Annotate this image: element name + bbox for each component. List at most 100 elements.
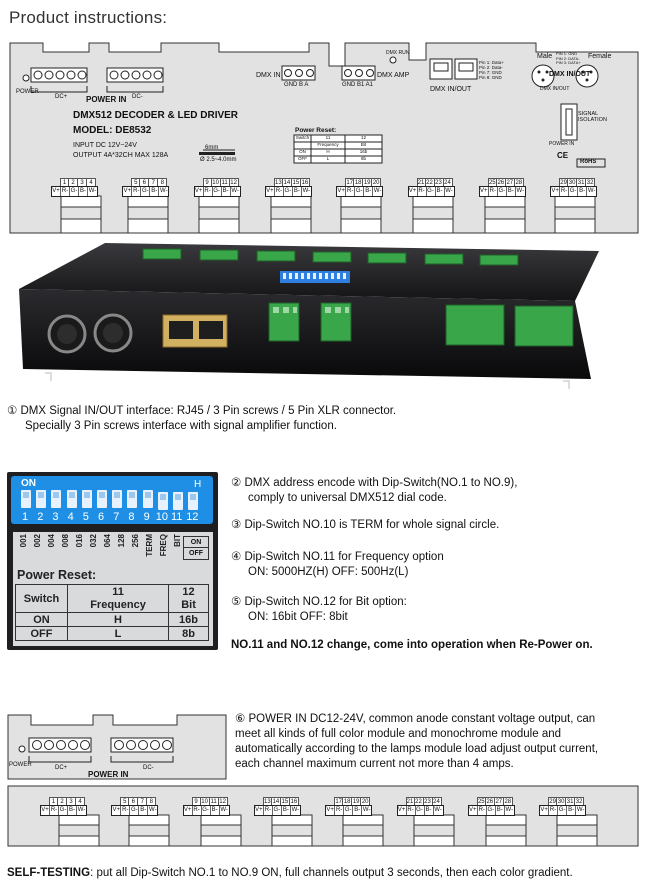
self-testing-note: SELF-TESTING: put all Dip-Switch NO.1 to…: [7, 866, 573, 881]
channel-terminal-label: G-: [273, 806, 282, 815]
channel-number: 23: [423, 797, 433, 805]
channel-terminal-label: R-: [264, 806, 273, 815]
channel-number: 22: [425, 178, 435, 186]
pr-cell: Frequency: [317, 142, 339, 147]
channel-terminal-label: G-: [487, 806, 496, 815]
channel-terminal-label: V+: [408, 187, 418, 196]
pr-cell: 8b: [360, 156, 366, 161]
power-in-label: POWER IN: [86, 95, 127, 104]
channel-terminal-label: G-: [213, 187, 222, 196]
note-3: ③ Dip-Switch NO.10 is TERM for whole sig…: [231, 519, 500, 531]
channel-terminal-label: W-: [291, 807, 300, 813]
pr-12: 12: [168, 584, 209, 599]
channel-number: 17: [345, 178, 355, 186]
dip-switch-number: 7: [113, 511, 120, 523]
channel-number: 1: [60, 178, 69, 186]
channel-terminal-label: V+: [337, 187, 347, 196]
note-6-line: meet all kinds of full color module and …: [235, 728, 562, 740]
channel-terminal-label: V+: [551, 187, 561, 196]
power-reset-table: Switch 11 12 Frequency Bit ON H 16b OFF …: [294, 135, 382, 163]
channel-terminal-label: V+: [112, 806, 122, 815]
channel-terminal-label: R-: [122, 806, 131, 815]
channel-terminal-label: G-: [59, 806, 68, 815]
channel-number: 15: [291, 178, 301, 186]
channel-number: 29: [559, 178, 569, 186]
dip-switch-key[interactable]: [157, 492, 168, 510]
channel-terminal-label: B-: [507, 187, 516, 196]
page-title: Product instructions:: [9, 8, 168, 27]
product-name: DMX512 DECODER & LED DRIVER: [73, 110, 239, 121]
channel-terminal-label: V+: [326, 806, 336, 815]
dip-switch-key[interactable]: [188, 492, 199, 510]
dip-switch-number: 6: [98, 511, 105, 523]
dip-switch-number: 3: [52, 511, 59, 523]
signal-isolation: SIGNAL ISOLATION: [578, 111, 607, 123]
channel-terminal-label: V+: [540, 806, 550, 815]
channel-terminal-label: W-: [587, 188, 596, 194]
pr-frequency: Frequency: [66, 598, 170, 613]
dip-switch-key[interactable]: [21, 490, 31, 508]
dip-switch-key[interactable]: [81, 490, 92, 508]
dmx-inout-small: DMX IN/OUT: [540, 86, 570, 92]
dip-switch-key[interactable]: [127, 490, 138, 508]
dip-code-label: 064: [103, 534, 112, 548]
dip-switch-key[interactable]: [173, 492, 183, 510]
device-photo: [19, 243, 599, 389]
channel-number: 5: [131, 178, 141, 186]
dip-switch-number: 12: [186, 511, 199, 523]
dip-switch-key[interactable]: [112, 490, 123, 508]
dip-switch-number: 8: [128, 511, 135, 523]
channel-terminal-label: B-: [69, 806, 77, 815]
dip-on-label: ON: [21, 478, 36, 489]
channel-number: 12: [229, 178, 239, 186]
dip-switch-key[interactable]: [142, 490, 153, 508]
channel-number: 6: [129, 797, 139, 805]
note-repower: NO.11 and NO.12 change, come into operat…: [231, 639, 593, 651]
dip-switch-key[interactable]: [51, 490, 62, 508]
channel-terminal-label: B-: [436, 187, 445, 196]
channel-terminal-label: G-: [416, 806, 425, 815]
channel-number: 6: [140, 178, 150, 186]
wire-length: 6mm: [205, 145, 219, 151]
channel-terminal-label: R-: [50, 806, 59, 815]
pr-switch: Switch: [15, 584, 68, 613]
channel-terminal-label: G-: [202, 806, 211, 815]
pin-line: Pin 8: GND: [479, 75, 502, 80]
channel-terminal-label: V+: [266, 187, 275, 196]
bottom-power-label: POWER: [9, 762, 32, 768]
channel-terminal-label: R-: [489, 187, 498, 196]
channel-number: 2: [58, 797, 67, 805]
channel-terminal-label: R-: [336, 806, 345, 815]
dip-switch-number: 1: [22, 511, 29, 523]
channel-terminal-label: V+: [469, 806, 478, 815]
channel-number: 21: [405, 797, 415, 805]
channel-number: 3: [67, 797, 76, 805]
bottom-dc-minus: DC-: [143, 765, 154, 771]
pr-11: 11: [66, 584, 170, 599]
dip-switch-key[interactable]: [66, 490, 77, 508]
female-label: Female: [588, 53, 612, 60]
note-1-line-1: ① DMX Signal IN/OUT interface: RJ45 / 3 …: [7, 405, 397, 417]
pr-cell: L: [326, 156, 330, 161]
dip-switch-number: 2: [37, 511, 44, 523]
dip-switch-key[interactable]: [36, 490, 47, 508]
output-spec: OUTPUT 4A*32CH MAX 128A: [73, 152, 169, 159]
dip-switch-key[interactable]: [97, 490, 107, 508]
channel-number: 14: [271, 797, 281, 805]
pr-16b: 16b: [168, 612, 209, 627]
dmx-amp-pins: GND B1 A1: [342, 82, 374, 88]
channel-number: 19: [352, 797, 362, 805]
pr-row: Switch 11 12: [294, 135, 382, 142]
pr-cell: OFF: [298, 156, 307, 161]
note-2-line-2: comply to universal DMX512 dial code.: [248, 492, 447, 504]
dip-code-label: 008: [61, 534, 70, 548]
channel-number: 21: [416, 178, 426, 186]
channel-terminal-label: W-: [516, 188, 525, 194]
